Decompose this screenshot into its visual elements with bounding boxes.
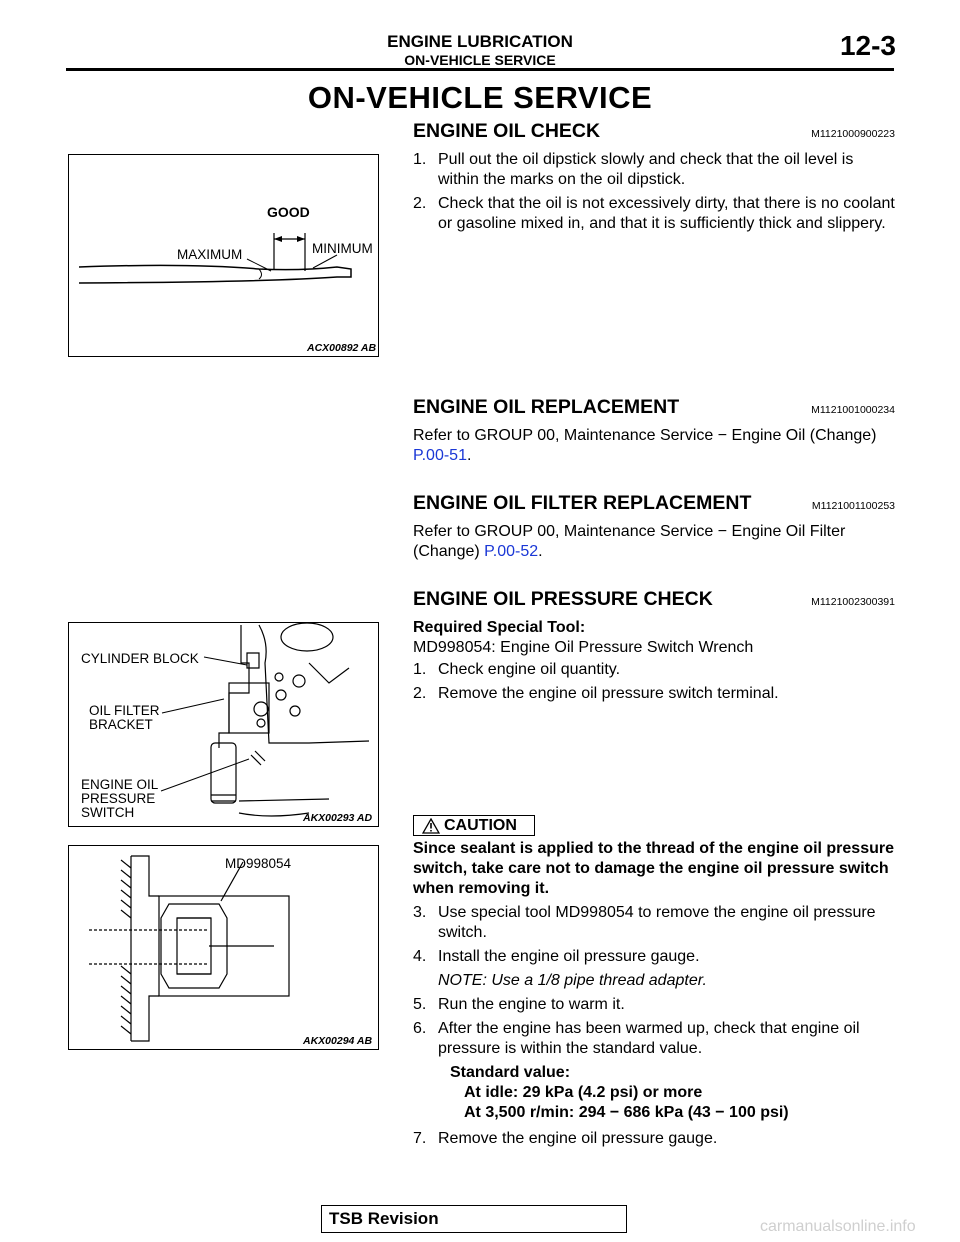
standard-value-label: Standard value: — [450, 1064, 571, 1081]
step-item: 6.After the engine has been warmed up, c… — [413, 1020, 860, 1057]
figure-caption: AKX00293 AD — [302, 812, 372, 824]
page-link[interactable]: P.00-52 — [484, 543, 539, 560]
tool-name: MD998054: Engine Oil Pressure Switch Wre… — [413, 639, 754, 656]
dipstick-figure: GOOD MAXIMUM MINIMUM ACX00892 AB — [68, 154, 379, 357]
tool-label: MD998054 — [225, 856, 292, 871]
switch-label-line1: ENGINE OIL — [81, 777, 159, 792]
step-item: 5.Run the engine to warm it. — [413, 996, 625, 1013]
filter-replacement-text: Refer to GROUP 00, Maintenance Service −… — [413, 523, 846, 560]
step-item: 1.Pull out the oil dipstick slowly and c… — [413, 151, 854, 188]
good-label: GOOD — [267, 204, 310, 220]
caution-text: Since sealant is applied to the thread o… — [413, 840, 894, 897]
maximum-label: MAXIMUM — [177, 247, 242, 262]
header-title: ENGINE LUBRICATION — [387, 32, 573, 51]
special-tool-figure: MD998054 AKX00294 AB — [68, 845, 379, 1050]
section-code: M1121001000234 — [811, 404, 895, 416]
figure-caption: ACX00892 AB — [306, 342, 376, 354]
step-item: 3.Use special tool MD998054 to remove th… — [413, 904, 876, 941]
step-item: 7.Remove the engine oil pressure gauge. — [413, 1130, 718, 1147]
switch-label-line2: PRESSURE — [81, 791, 155, 806]
caution-label: CAUTION — [444, 817, 517, 834]
section-heading-filter-replacement: ENGINE OIL FILTER REPLACEMENT M112100110… — [413, 492, 895, 514]
watermark: carmanualsonline.info — [760, 1218, 916, 1235]
standard-value-rpm: At 3,500 r/min: 294 − 686 kPa (43 − 100 … — [464, 1104, 789, 1121]
switch-label-line3: SWITCH — [81, 805, 134, 820]
pressure-check-steps: 3.Use special tool MD998054 to remove th… — [413, 903, 895, 1149]
note-text: NOTE: Use a 1/8 pipe thread adapter. — [438, 972, 707, 989]
tsb-revision-box: TSB Revision — [321, 1205, 627, 1233]
tsb-revision-label: TSB Revision — [329, 1209, 439, 1228]
section-heading-oil-replacement: ENGINE OIL REPLACEMENT M1121001000234 — [413, 396, 895, 418]
minimum-label: MINIMUM — [312, 241, 373, 256]
step-item: 2.Remove the engine oil pressure switch … — [413, 685, 779, 702]
standard-value-idle: At idle: 29 kPa (4.2 psi) or more — [464, 1084, 703, 1101]
cylinder-block-figure: CYLINDER BLOCK OIL FILTER BRACKET ENGINE… — [68, 622, 379, 827]
section-code: M1121002300391 — [811, 596, 895, 608]
tool-label: Required Special Tool: — [413, 619, 586, 636]
header-rule — [66, 68, 894, 71]
section-heading-oil-check: ENGINE OIL CHECK M1121000900223 — [413, 120, 895, 142]
step-item: 2.Check that the oil is not excessively … — [413, 195, 895, 232]
cylinder-block-drawing: CYLINDER BLOCK OIL FILTER BRACKET ENGINE… — [81, 622, 372, 824]
caution-label-box: CAUTION — [413, 815, 535, 836]
step-item: 4.Install the engine oil pressure gauge. — [413, 948, 700, 965]
figure-caption: AKX00294 AB — [302, 1035, 372, 1047]
page-link[interactable]: P.00-51 — [413, 447, 467, 464]
section-code: M1121001100253 — [811, 500, 895, 512]
oil-replacement-text: Refer to GROUP 00, Maintenance Service −… — [413, 427, 877, 464]
warning-triangle-icon — [422, 818, 440, 834]
cylinder-block-label: CYLINDER BLOCK — [81, 651, 199, 666]
step-item: 1.Check engine oil quantity. — [413, 661, 621, 678]
pressure-check-intro: Required Special Tool: MD998054: Engine … — [413, 618, 895, 704]
page-title: ON-VEHICLE SERVICE — [307, 80, 653, 115]
bracket-label: BRACKET — [89, 717, 153, 732]
page-number: 12-3 — [839, 30, 896, 61]
dipstick-drawing: GOOD MAXIMUM MINIMUM ACX00892 AB — [78, 204, 376, 354]
oil-check-steps: 1.Pull out the oil dipstick slowly and c… — [413, 150, 895, 234]
special-tool-drawing: MD998054 AKX00294 AB — [89, 855, 372, 1047]
header-subtitle: ON-VEHICLE SERVICE — [404, 52, 556, 68]
section-code: M1121000900223 — [811, 128, 895, 140]
oil-filter-label: OIL FILTER — [89, 703, 160, 718]
section-heading-pressure-check: ENGINE OIL PRESSURE CHECK M1121002300391 — [413, 588, 895, 610]
